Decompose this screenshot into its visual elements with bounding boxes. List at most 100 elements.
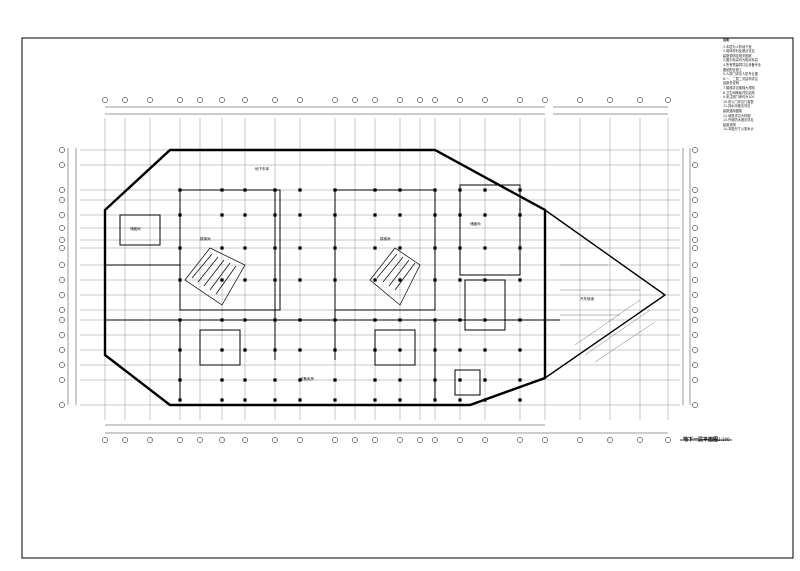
column xyxy=(518,246,522,250)
axis-bubble xyxy=(59,347,65,353)
axis-bubble xyxy=(692,212,698,218)
column xyxy=(298,213,302,217)
column xyxy=(178,318,182,322)
grid-axis-bubbles xyxy=(59,97,698,443)
column xyxy=(298,378,302,382)
column xyxy=(178,278,182,282)
top-dimension-lines xyxy=(105,106,668,115)
column xyxy=(518,318,522,322)
column xyxy=(178,378,182,382)
axis-bubble xyxy=(59,237,65,243)
column xyxy=(298,398,302,402)
axis-bubble xyxy=(692,147,698,153)
column xyxy=(298,278,302,282)
column xyxy=(273,398,277,402)
axis-bubble xyxy=(607,97,613,103)
label-ramp: 汽车坡道 xyxy=(580,296,594,301)
column xyxy=(433,188,437,192)
column xyxy=(373,378,377,382)
label-stair-a: 楼梯间 xyxy=(200,236,211,241)
bottom-dimension-lines xyxy=(105,424,668,434)
column xyxy=(298,318,302,322)
axis-bubble xyxy=(59,332,65,338)
column xyxy=(333,378,337,382)
axis-bubble xyxy=(59,245,65,251)
note-line: 7.楼梯详见楼梯大样图 xyxy=(723,85,755,90)
column xyxy=(373,278,377,282)
column xyxy=(398,278,402,282)
column xyxy=(483,348,487,352)
column xyxy=(220,246,224,250)
axis-bubble xyxy=(272,97,278,103)
axis-bubble xyxy=(692,162,698,168)
axis-bubble xyxy=(637,97,643,103)
sheet-border xyxy=(21,37,794,559)
column xyxy=(398,378,402,382)
axis-bubble xyxy=(59,377,65,383)
note-line: 建施说明 xyxy=(723,122,736,127)
note-line: 11.排水沟做法详见 xyxy=(723,104,751,109)
axis-bubble xyxy=(692,245,698,251)
column xyxy=(333,348,337,352)
column xyxy=(458,378,462,382)
column xyxy=(373,213,377,217)
axis-bubble xyxy=(352,437,358,443)
column xyxy=(518,278,522,282)
column xyxy=(483,246,487,250)
note-line: 建施说明及相关图纸 xyxy=(723,53,752,58)
vertical-grid-lines xyxy=(104,118,669,420)
column xyxy=(178,188,182,192)
structural-columns xyxy=(178,188,522,402)
column xyxy=(273,348,277,352)
horizontal-grid-lines xyxy=(80,149,680,406)
column xyxy=(243,246,247,250)
column xyxy=(458,213,462,217)
axis-bubble xyxy=(102,437,108,443)
column xyxy=(333,278,337,282)
axis-bubble xyxy=(692,377,698,383)
axis-bubble xyxy=(59,317,65,323)
axis-bubble xyxy=(297,97,303,103)
axis-bubble xyxy=(457,437,463,443)
axis-bubble xyxy=(692,197,698,203)
column xyxy=(483,318,487,322)
note-line: 10.防火门详见门窗表 xyxy=(723,99,754,104)
axis-bubble xyxy=(417,437,423,443)
column xyxy=(273,378,277,382)
column xyxy=(273,278,277,282)
axis-bubble xyxy=(397,437,403,443)
axis-bubble xyxy=(59,402,65,408)
column xyxy=(220,213,224,217)
axis-bubble xyxy=(692,332,698,338)
axis-bubble xyxy=(432,97,438,103)
column xyxy=(333,246,337,250)
column xyxy=(333,398,337,402)
building-outline xyxy=(103,148,547,407)
axis-bubble xyxy=(122,97,128,103)
axis-bubble xyxy=(692,347,698,353)
column xyxy=(398,188,402,192)
column xyxy=(518,188,522,192)
axis-bubble xyxy=(577,437,583,443)
column xyxy=(433,398,437,402)
label-garage: 地下车库 xyxy=(255,166,269,171)
column xyxy=(458,348,462,352)
axis-bubble xyxy=(332,437,338,443)
column xyxy=(243,278,247,282)
column xyxy=(483,378,487,382)
column xyxy=(178,398,182,402)
column xyxy=(458,278,462,282)
axis-bubble xyxy=(147,97,153,103)
column xyxy=(458,188,462,192)
room-labels: 地下车库 楼梯间 楼梯间 储藏间 储藏间 设备用房 汽车坡道 xyxy=(130,166,594,381)
column xyxy=(433,278,437,282)
column xyxy=(220,278,224,282)
axis-bubble xyxy=(177,437,183,443)
axis-bubble xyxy=(147,437,153,443)
axis-bubble xyxy=(637,437,643,443)
column xyxy=(220,348,224,352)
note-line: 13.外墙防水做法详见 xyxy=(723,118,754,123)
column xyxy=(398,398,402,402)
column xyxy=(298,188,302,192)
